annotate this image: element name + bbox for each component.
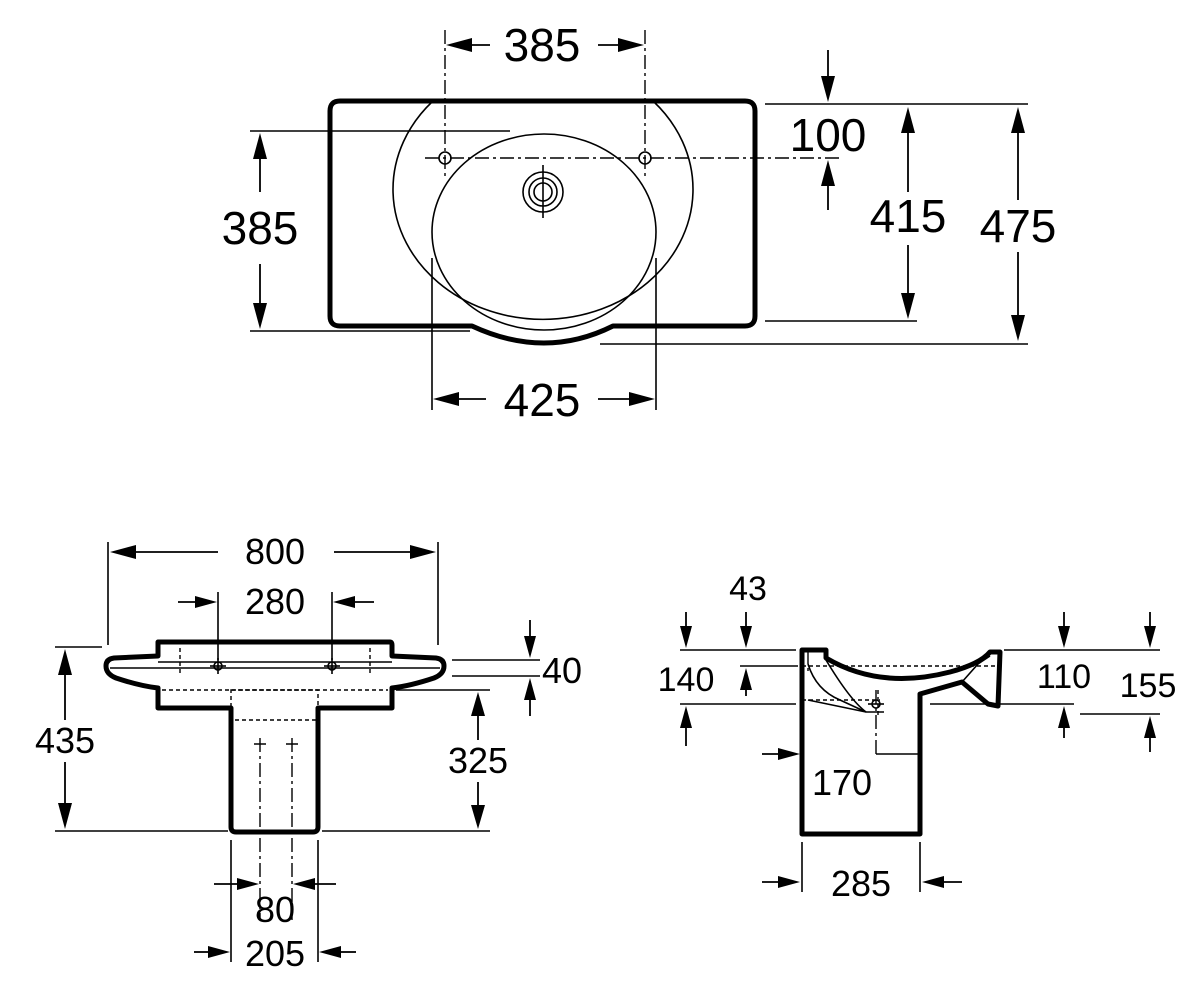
dim-285: 285: [762, 863, 962, 904]
front-view: 800 280 40 435: [35, 531, 582, 974]
front-hidden-pedestal-top: [230, 689, 319, 721]
dim-label-425: 425: [504, 374, 581, 426]
dim-label-80: 80: [255, 889, 295, 930]
drain: [522, 165, 564, 218]
side-drain-mark: [868, 699, 884, 709]
dim-label-155: 155: [1120, 667, 1177, 705]
dim-bowl-width: 425: [433, 374, 655, 426]
dim-total-width: 800: [110, 531, 436, 572]
dim-pedestal-height: 325: [448, 692, 508, 829]
dim-label-385-depth: 385: [222, 202, 299, 254]
basin-outline: [327, 98, 758, 346]
dim-basin-depth: 385: [222, 133, 299, 329]
dim-label-110: 110: [1037, 658, 1091, 696]
dim-pedestal-width: 205: [194, 933, 356, 974]
dim-label-170: 170: [812, 762, 872, 803]
dim-label-40: 40: [542, 650, 582, 691]
dim-43: 43: [729, 570, 767, 696]
dim-fixing-spacing: 280: [178, 581, 374, 622]
dim-depth-415: 415: [870, 107, 947, 319]
dim-label-280: 280: [245, 581, 305, 622]
basin-rim-curve: [392, 100, 694, 321]
top-view: 385 425 385 100: [222, 19, 1057, 426]
dim-label-100: 100: [790, 109, 867, 161]
dim-hole-spacing: 385: [446, 19, 644, 71]
dim-label-385-holes: 385: [504, 19, 581, 71]
side-basin-outline: [799, 647, 1003, 837]
dim-label-475: 475: [980, 200, 1057, 252]
side-back-rim: [961, 655, 991, 683]
bowl-outline: [431, 133, 657, 331]
front-fixing-left: [210, 658, 226, 674]
dim-140: 140: [658, 612, 715, 746]
dim-label-800: 800: [245, 531, 305, 572]
front-pipe-lines: [259, 738, 293, 920]
dim-label-43: 43: [729, 570, 767, 608]
front-hidden-line: [179, 648, 371, 676]
dim-155: 155: [1120, 612, 1177, 752]
front-fixing-right: [324, 658, 340, 674]
dim-pipe-spacing: 80: [214, 878, 336, 930]
dim-110: 110: [1037, 612, 1091, 738]
front-basin-outline: [103, 639, 447, 835]
dim-hole-offset: 100: [790, 50, 867, 210]
dim-depth-475: 475: [980, 107, 1057, 341]
dim-label-205: 205: [245, 933, 305, 974]
dim-label-325: 325: [448, 740, 508, 781]
dim-rim-thickness: 40: [524, 620, 582, 716]
dim-label-435: 435: [35, 720, 95, 761]
dim-label-285: 285: [831, 863, 891, 904]
dim-label-140: 140: [658, 661, 715, 699]
dim-total-height: 435: [35, 649, 95, 829]
side-view: 43 140 110 155: [658, 570, 1177, 904]
dim-label-415: 415: [870, 190, 947, 242]
dim-170: 170: [762, 748, 872, 803]
